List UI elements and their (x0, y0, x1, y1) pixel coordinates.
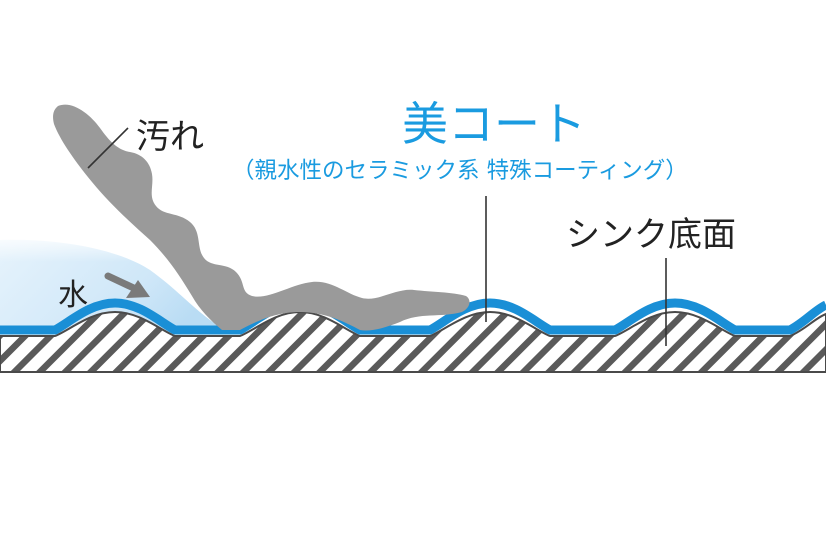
dirt-blob (53, 104, 470, 331)
water-arrow-icon (104, 272, 150, 298)
coat-subtitle: （親水性のセラミック系 特殊コーティング） (232, 158, 688, 184)
dirt-leader-line (87, 127, 129, 169)
water-body (0, 239, 230, 334)
sink-bottom-label: シンク底面 (566, 215, 736, 255)
water-fade (0, 232, 130, 262)
substrate-top (0, 310, 826, 373)
dirt-label: 汚れ (136, 117, 204, 157)
coating-layer (0, 298, 826, 335)
coat-title: 美コート (402, 97, 586, 151)
water-label: 水 (58, 278, 88, 313)
